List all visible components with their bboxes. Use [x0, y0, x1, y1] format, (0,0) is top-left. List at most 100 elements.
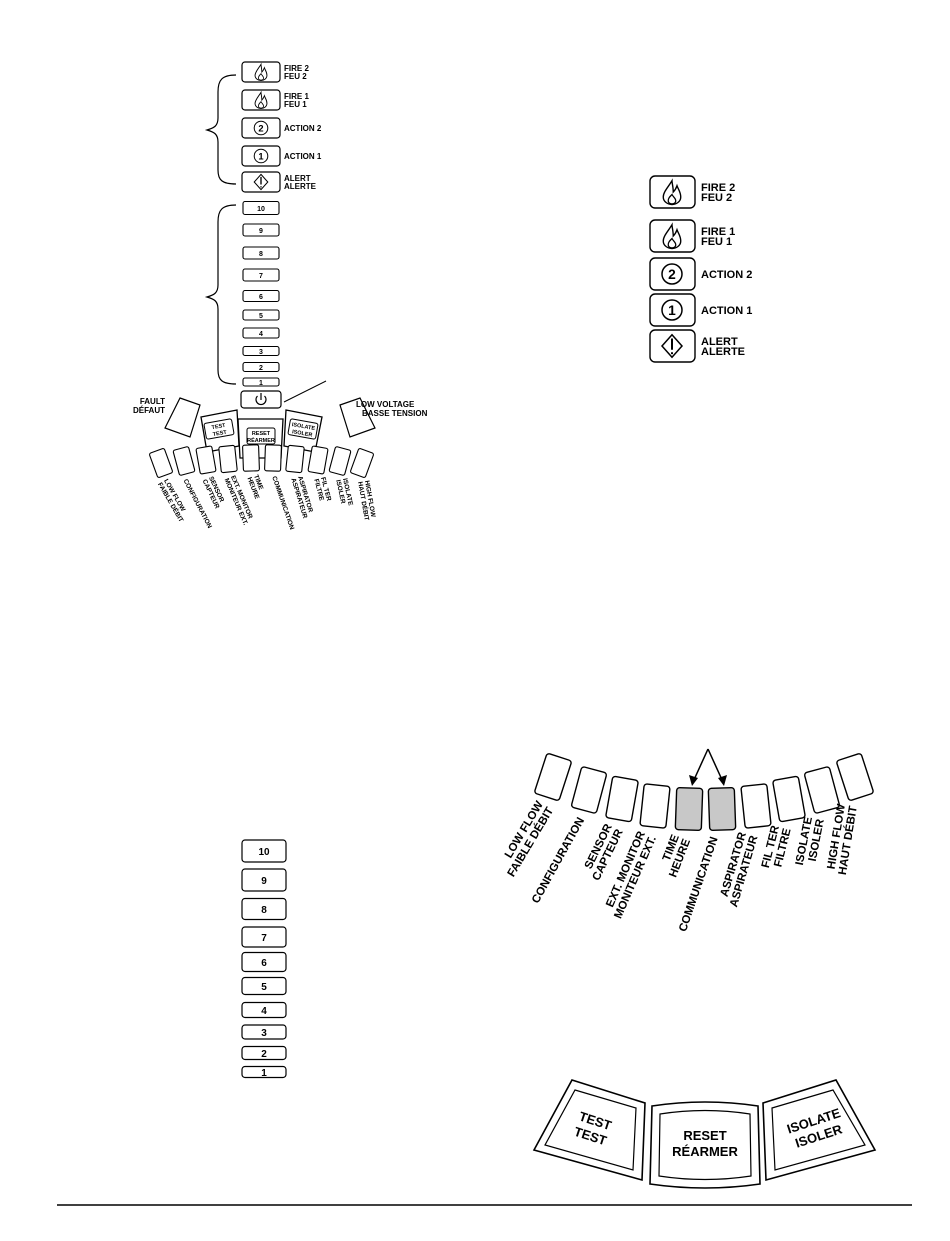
alarm-detail-label: FIRE 2 — [701, 182, 735, 194]
bar-segment-label: 3 — [259, 349, 263, 356]
alarm-group-brace — [204, 74, 237, 185]
bar-segment-label: 4 — [259, 331, 263, 338]
circle-1-icon: 1 — [661, 299, 683, 321]
bar-segment-detail: 4 — [241, 1001, 287, 1019]
bar-segment-detail: 10 — [241, 839, 287, 863]
alarm-detail-label-fr: FEU 1 — [701, 236, 732, 248]
alarm-detail-label-fr: ALERTE — [701, 346, 745, 358]
bar-segment-detail-label: 6 — [261, 958, 267, 969]
fault-label: FAULT — [140, 397, 165, 406]
circle-2-icon: 2 — [661, 263, 683, 285]
bar-segment-detail-label: 9 — [261, 876, 267, 887]
svg-text:2: 2 — [258, 123, 263, 133]
bar-segment-detail-label: 8 — [261, 905, 267, 916]
bar-segment: 3 — [242, 345, 280, 357]
bar-segment-detail-label: 2 — [261, 1049, 267, 1060]
circle-1-icon: 1 — [253, 148, 269, 164]
alarm-label-fr: ALERTE — [284, 182, 317, 191]
power-pointer-line — [283, 380, 327, 403]
power-button[interactable] — [240, 390, 282, 409]
alarm-detail-label: FIRE 1 — [701, 226, 735, 238]
highlight-arrows — [689, 748, 727, 786]
bar-segment-label: 10 — [257, 206, 265, 213]
test-button-label: TEST — [211, 423, 227, 431]
circle-2-icon: 2 — [253, 120, 269, 136]
isolate-button-label-fr: ISOLER — [292, 429, 313, 438]
alarm-indicator-detail: 2 ACTION 2 — [649, 257, 752, 291]
bar-segment: 2 — [242, 361, 280, 373]
reset-button-label: RESET — [252, 431, 271, 437]
bar-segment-label: 1 — [259, 380, 263, 387]
bar-segment-detail: 8 — [241, 897, 287, 921]
bar-segment-detail: 5 — [241, 976, 287, 996]
fault-label-fr: DÉFAUT — [133, 406, 165, 415]
bar-segment: 1 — [242, 377, 280, 387]
low-voltage-label: LOW VOLTAGE — [356, 400, 415, 409]
svg-text:1: 1 — [668, 303, 676, 318]
bar-segment-detail: 6 — [241, 951, 287, 973]
alarm-detail-label: ACTION 1 — [701, 305, 752, 317]
bar-segment-detail-label: 4 — [261, 1006, 267, 1017]
alarm-indicator-detail: 1 ACTION 1 — [649, 293, 752, 327]
bar-segment-detail: 9 — [241, 868, 287, 892]
bar-segment: 4 — [242, 327, 280, 339]
reset-button-label-fr: RÉARMER — [247, 436, 275, 444]
bar-segment-detail: 2 — [241, 1045, 287, 1061]
fault-led — [164, 397, 201, 438]
bar-segment-detail-label: 1 — [261, 1068, 267, 1079]
bar-segment: 6 — [242, 289, 280, 303]
reset-button-detail-label: RESET — [683, 1128, 726, 1143]
bar-segment-detail-label: 3 — [261, 1028, 267, 1039]
alarm-label-fr: FEU 1 — [284, 100, 307, 109]
bar-graph-detail: 10 9 8 7 6 5 4 3 2 1 — [241, 839, 287, 1079]
bar-segment: 7 — [242, 268, 280, 282]
alarm-detail-label-fr: FEU 2 — [701, 192, 732, 204]
test-button-label-fr: TEST — [212, 430, 228, 438]
bar-segment: 10 — [242, 200, 280, 216]
bar-segment-label: 6 — [259, 294, 263, 301]
bar-segment: 9 — [242, 223, 280, 237]
bar-segment-label: 5 — [259, 313, 263, 320]
bar-segment-label: 7 — [259, 273, 263, 280]
low-voltage-led — [339, 397, 376, 438]
alarm-label: FIRE 2 — [284, 64, 309, 73]
alarm-detail-label: ALERT — [701, 336, 738, 348]
low-voltage-label-fr: BASSE TENSION — [362, 409, 428, 418]
bar-segment-label: 2 — [259, 365, 263, 372]
bar-group-brace — [204, 204, 237, 385]
bar-segment-detail-label: 10 — [258, 847, 270, 858]
alarm-indicator: 1 ACTION 1 — [241, 145, 322, 167]
bar-segment: 5 — [242, 309, 280, 321]
alarm-label: ACTION 2 — [284, 124, 322, 133]
reset-button-detail-label-fr: RÉARMER — [672, 1144, 738, 1159]
bar-segment-detail: 7 — [241, 926, 287, 948]
alarm-label: ALERT — [284, 174, 311, 183]
alarm-label-fr: FEU 2 — [284, 72, 307, 81]
alarm-detail-label: ACTION 2 — [701, 269, 752, 281]
isolate-button-label: ISOLATE — [291, 422, 315, 432]
bar-segment-detail: 1 — [241, 1065, 287, 1079]
bar-segment-label: 8 — [259, 251, 263, 258]
bar-graph-group: 10 9 8 7 6 5 4 3 2 1 — [242, 200, 280, 387]
bar-segment-detail-label: 5 — [261, 982, 267, 993]
alarm-label: ACTION 1 — [284, 152, 322, 161]
svg-text:1: 1 — [258, 151, 263, 161]
bar-segment: 8 — [242, 246, 280, 260]
